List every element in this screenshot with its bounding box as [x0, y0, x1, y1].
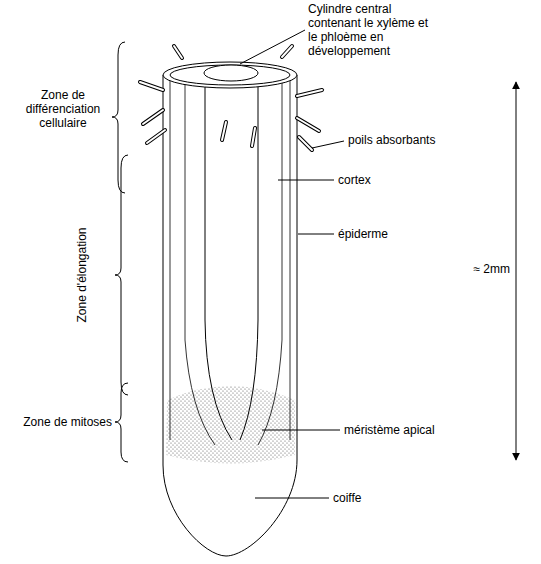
- dimension-arrow: [516, 82, 517, 460]
- structure-label: épiderme: [338, 227, 388, 241]
- root-hair: [143, 110, 163, 124]
- root-hair: [252, 128, 255, 146]
- leader-line: [255, 498, 329, 499]
- root-hair: [143, 110, 163, 124]
- root-hair: [140, 82, 163, 90]
- leader-line: [278, 180, 334, 181]
- zone-label: Zone de différenciation cellulaire: [8, 88, 118, 130]
- dimension-label: ≈ 2mm: [466, 262, 510, 276]
- epidermis-line: [170, 80, 290, 440]
- root-hair: [174, 46, 182, 58]
- cylinder-top: [204, 65, 258, 81]
- root-hair: [282, 46, 292, 57]
- root-hair: [297, 90, 322, 96]
- meristem-region: [166, 386, 295, 464]
- root-hair: [299, 137, 312, 150]
- root-hair: [140, 82, 163, 90]
- root-hairs: [140, 46, 322, 150]
- structure-label: poils absorbants: [348, 133, 435, 147]
- root-hair: [282, 46, 292, 57]
- bracket: [115, 155, 128, 395]
- leader-line: [298, 234, 334, 235]
- root-outline: [163, 75, 297, 556]
- root-hair: [297, 90, 322, 96]
- zone-label: Zone d'élongation: [75, 227, 89, 322]
- root-hair: [174, 46, 182, 58]
- leader-line: [240, 30, 305, 64]
- bracket: [112, 42, 125, 193]
- leader-line: [312, 141, 344, 148]
- root-hair: [147, 130, 165, 143]
- leader-line: [262, 430, 340, 431]
- top-ring: [163, 62, 297, 88]
- root-hair: [222, 122, 226, 140]
- zone-label: Zone de mitoses: [8, 415, 112, 429]
- root-hair: [299, 137, 312, 150]
- cortex-line: [185, 80, 282, 445]
- root-hair: [252, 128, 255, 146]
- structure-label: Cylindre central contenant le xylème et …: [308, 2, 440, 58]
- top-ring: [170, 65, 290, 85]
- structure-label: coiffe: [333, 491, 361, 505]
- root-hair: [147, 130, 165, 143]
- root-hair: [222, 122, 226, 140]
- bracket: [115, 383, 128, 462]
- central-cylinder: [205, 73, 258, 440]
- root-hair: [297, 118, 319, 131]
- root-hair: [297, 118, 319, 131]
- structure-label: méristème apical: [344, 423, 435, 437]
- structure-label: cortex: [338, 173, 371, 187]
